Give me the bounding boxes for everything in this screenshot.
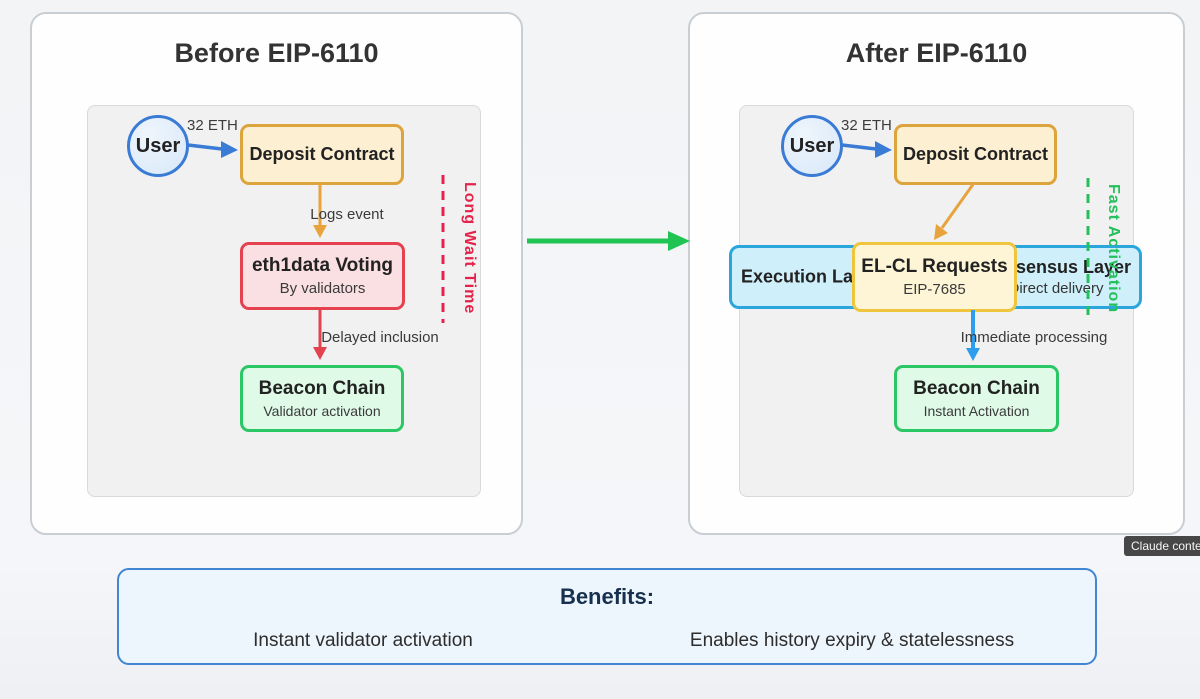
before-user-label: User (135, 134, 181, 157)
before-beacon-chain-label: Beacon Chain (258, 378, 386, 400)
after-execution-layer-label: Execution Layer (741, 266, 881, 287)
before-title: Before EIP-6110 (174, 38, 379, 68)
before-eth-amount-label: 32 ETH (187, 117, 238, 134)
before-eth1data-voting-node: eth1data Voting By validators (240, 242, 405, 310)
benefit-item-history-expiry: Enables history expiry & statelessness (689, 630, 1015, 651)
after-elcl-requests-sub: EIP-7685 (903, 280, 966, 298)
before-logs-event-label: Logs event (310, 206, 384, 223)
benefits-title: Benefits: (559, 584, 655, 609)
benefits-box: Benefits: Instant validator activation E… (117, 568, 1097, 665)
after-consensus-layer-sub: Direct delivery (1008, 280, 1104, 297)
after-elcl-requests-label: EL-CL Requests (861, 256, 1008, 278)
after-eth-amount-label: 32 ETH (841, 117, 892, 134)
after-deposit-contract-node: Deposit Contract (894, 124, 1057, 185)
after-immediate-processing-label: Immediate processing (960, 329, 1108, 346)
before-eth1data-voting-sub: By validators (279, 279, 366, 297)
before-panel: Before EIP-6110 User 32 ETH Deposit Cont… (30, 12, 523, 535)
before-eth1data-voting-label: eth1data Voting (251, 255, 394, 277)
after-panel: After EIP-6110 User 32 ETH Deposit Contr… (688, 12, 1185, 535)
after-beacon-chain-sub: Instant Activation (923, 402, 1030, 419)
after-title: After EIP-6110 (845, 38, 1028, 68)
claude-content-badge: Claude conten (1124, 536, 1200, 556)
before-long-wait-time-label: Long Wait Time (461, 182, 478, 315)
after-beacon-chain-node: Beacon Chain Instant Activation (894, 365, 1059, 432)
after-user-node: User (781, 115, 843, 177)
after-consensus-layer-label: Consensus Layer (980, 257, 1132, 277)
before-user-node: User (127, 115, 189, 177)
before-delayed-inclusion-label: Delayed inclusion (321, 329, 439, 346)
before-deposit-contract-label: Deposit Contract (249, 144, 395, 165)
after-deposit-contract-label: Deposit Contract (902, 144, 1048, 165)
before-deposit-contract-node: Deposit Contract (240, 124, 404, 185)
panel-transition-arrowhead (668, 231, 690, 251)
benefit-item-instant-activation: Instant validator activation (253, 630, 473, 651)
after-consensus-layer-node: Consensus Layer Direct delivery (975, 257, 1137, 297)
after-fast-activation-label: Fast Activation (1105, 184, 1122, 314)
after-user-label: User (789, 134, 835, 157)
before-beacon-chain-sub: Validator activation (263, 402, 381, 419)
after-elcl-requests-node: EL-CL Requests EIP-7685 (852, 242, 1017, 312)
after-beacon-chain-label: Beacon Chain (913, 378, 1040, 400)
before-beacon-chain-node: Beacon Chain Validator activation (240, 365, 404, 432)
